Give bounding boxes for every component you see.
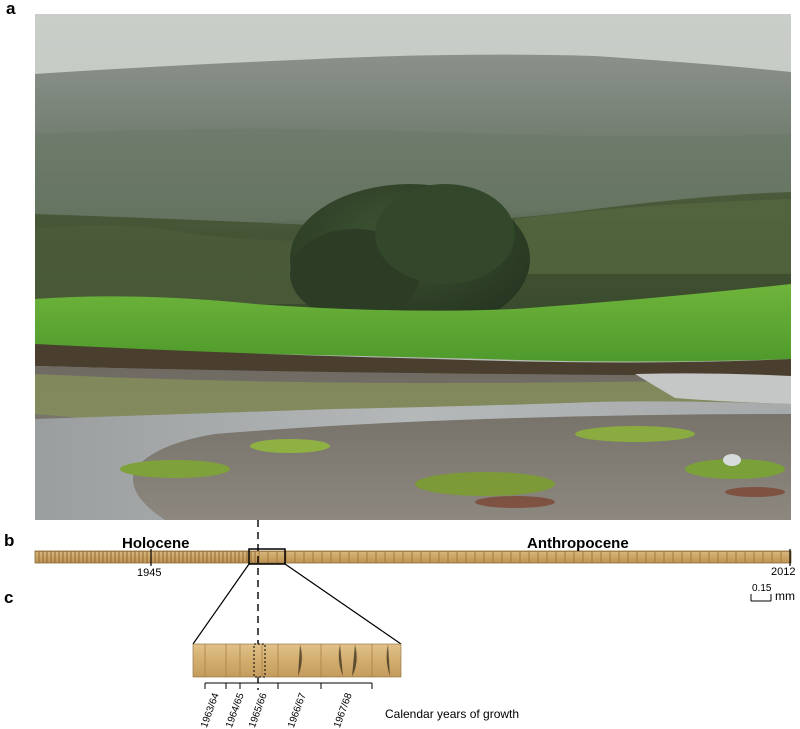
era-label-holocene: Holocene — [122, 535, 190, 552]
year-label-1945: 1945 — [137, 567, 162, 579]
zoom-highlight-box — [253, 643, 266, 678]
scale-bar-value: 0.15 — [752, 583, 772, 594]
zoomed-core-section — [192, 643, 402, 678]
era-label-anthropocene: Anthropocene — [527, 535, 629, 552]
growth-years-caption: Calendar years of growth — [385, 707, 520, 721]
panel-label-b: b — [4, 531, 15, 550]
panel-label-a: a — [6, 0, 16, 18]
zoom-connector-left — [192, 563, 250, 645]
panel-label-c: c — [4, 588, 14, 607]
scale-bar-unit: mm — [775, 589, 795, 603]
zoom-connector-right — [284, 563, 402, 645]
year-label-2012: 2012 — [771, 566, 796, 578]
growth-year-label: 1964/65 — [224, 691, 247, 729]
tree-ring-core-strip — [34, 550, 792, 564]
landscape-photo — [35, 14, 791, 520]
zoom-selection-box — [248, 548, 286, 565]
growth-year-label: 1963/64 — [199, 691, 222, 729]
scale-bar — [750, 594, 772, 602]
growth-year-label: 1966/67 — [286, 691, 309, 729]
growth-year-label: 1965/66 — [247, 691, 270, 729]
growth-year-axis — [204, 682, 373, 689]
growth-year-label: 1967/68 — [332, 691, 355, 729]
